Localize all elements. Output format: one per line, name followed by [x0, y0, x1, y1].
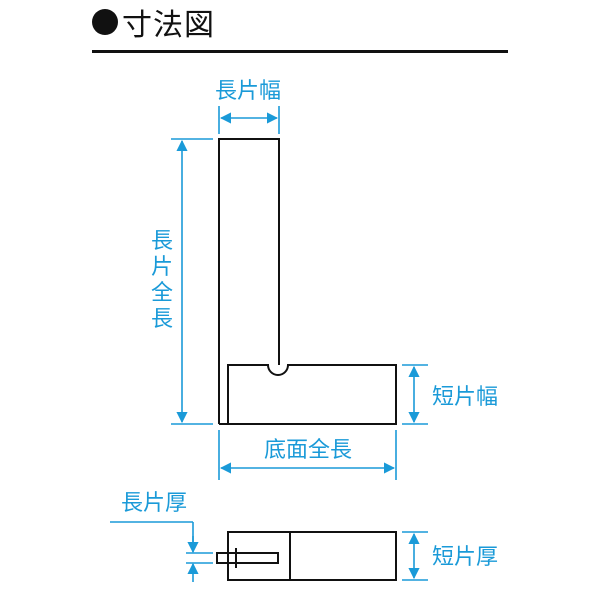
dimension-lines	[110, 106, 428, 582]
svg-text:長: 長	[151, 229, 173, 254]
bullet-icon	[92, 9, 118, 35]
title-underline	[92, 50, 508, 53]
label-long-width: 長片幅	[215, 79, 281, 104]
svg-text:長: 長	[151, 307, 173, 332]
square-front-view	[218, 138, 397, 425]
label-long-length: 長 片 全 長	[151, 229, 173, 332]
label-short-width: 短片幅	[432, 385, 498, 410]
label-base-length: 底面全長	[264, 438, 352, 463]
label-short-thickness: 短片厚	[432, 545, 498, 570]
title-text: 寸法図	[122, 8, 215, 43]
svg-text:全: 全	[151, 281, 173, 306]
svg-text:片: 片	[151, 255, 173, 280]
label-long-thickness: 長片厚	[121, 491, 187, 516]
diagram-title: 寸法図	[92, 2, 215, 43]
square-bottom-view	[216, 531, 397, 581]
